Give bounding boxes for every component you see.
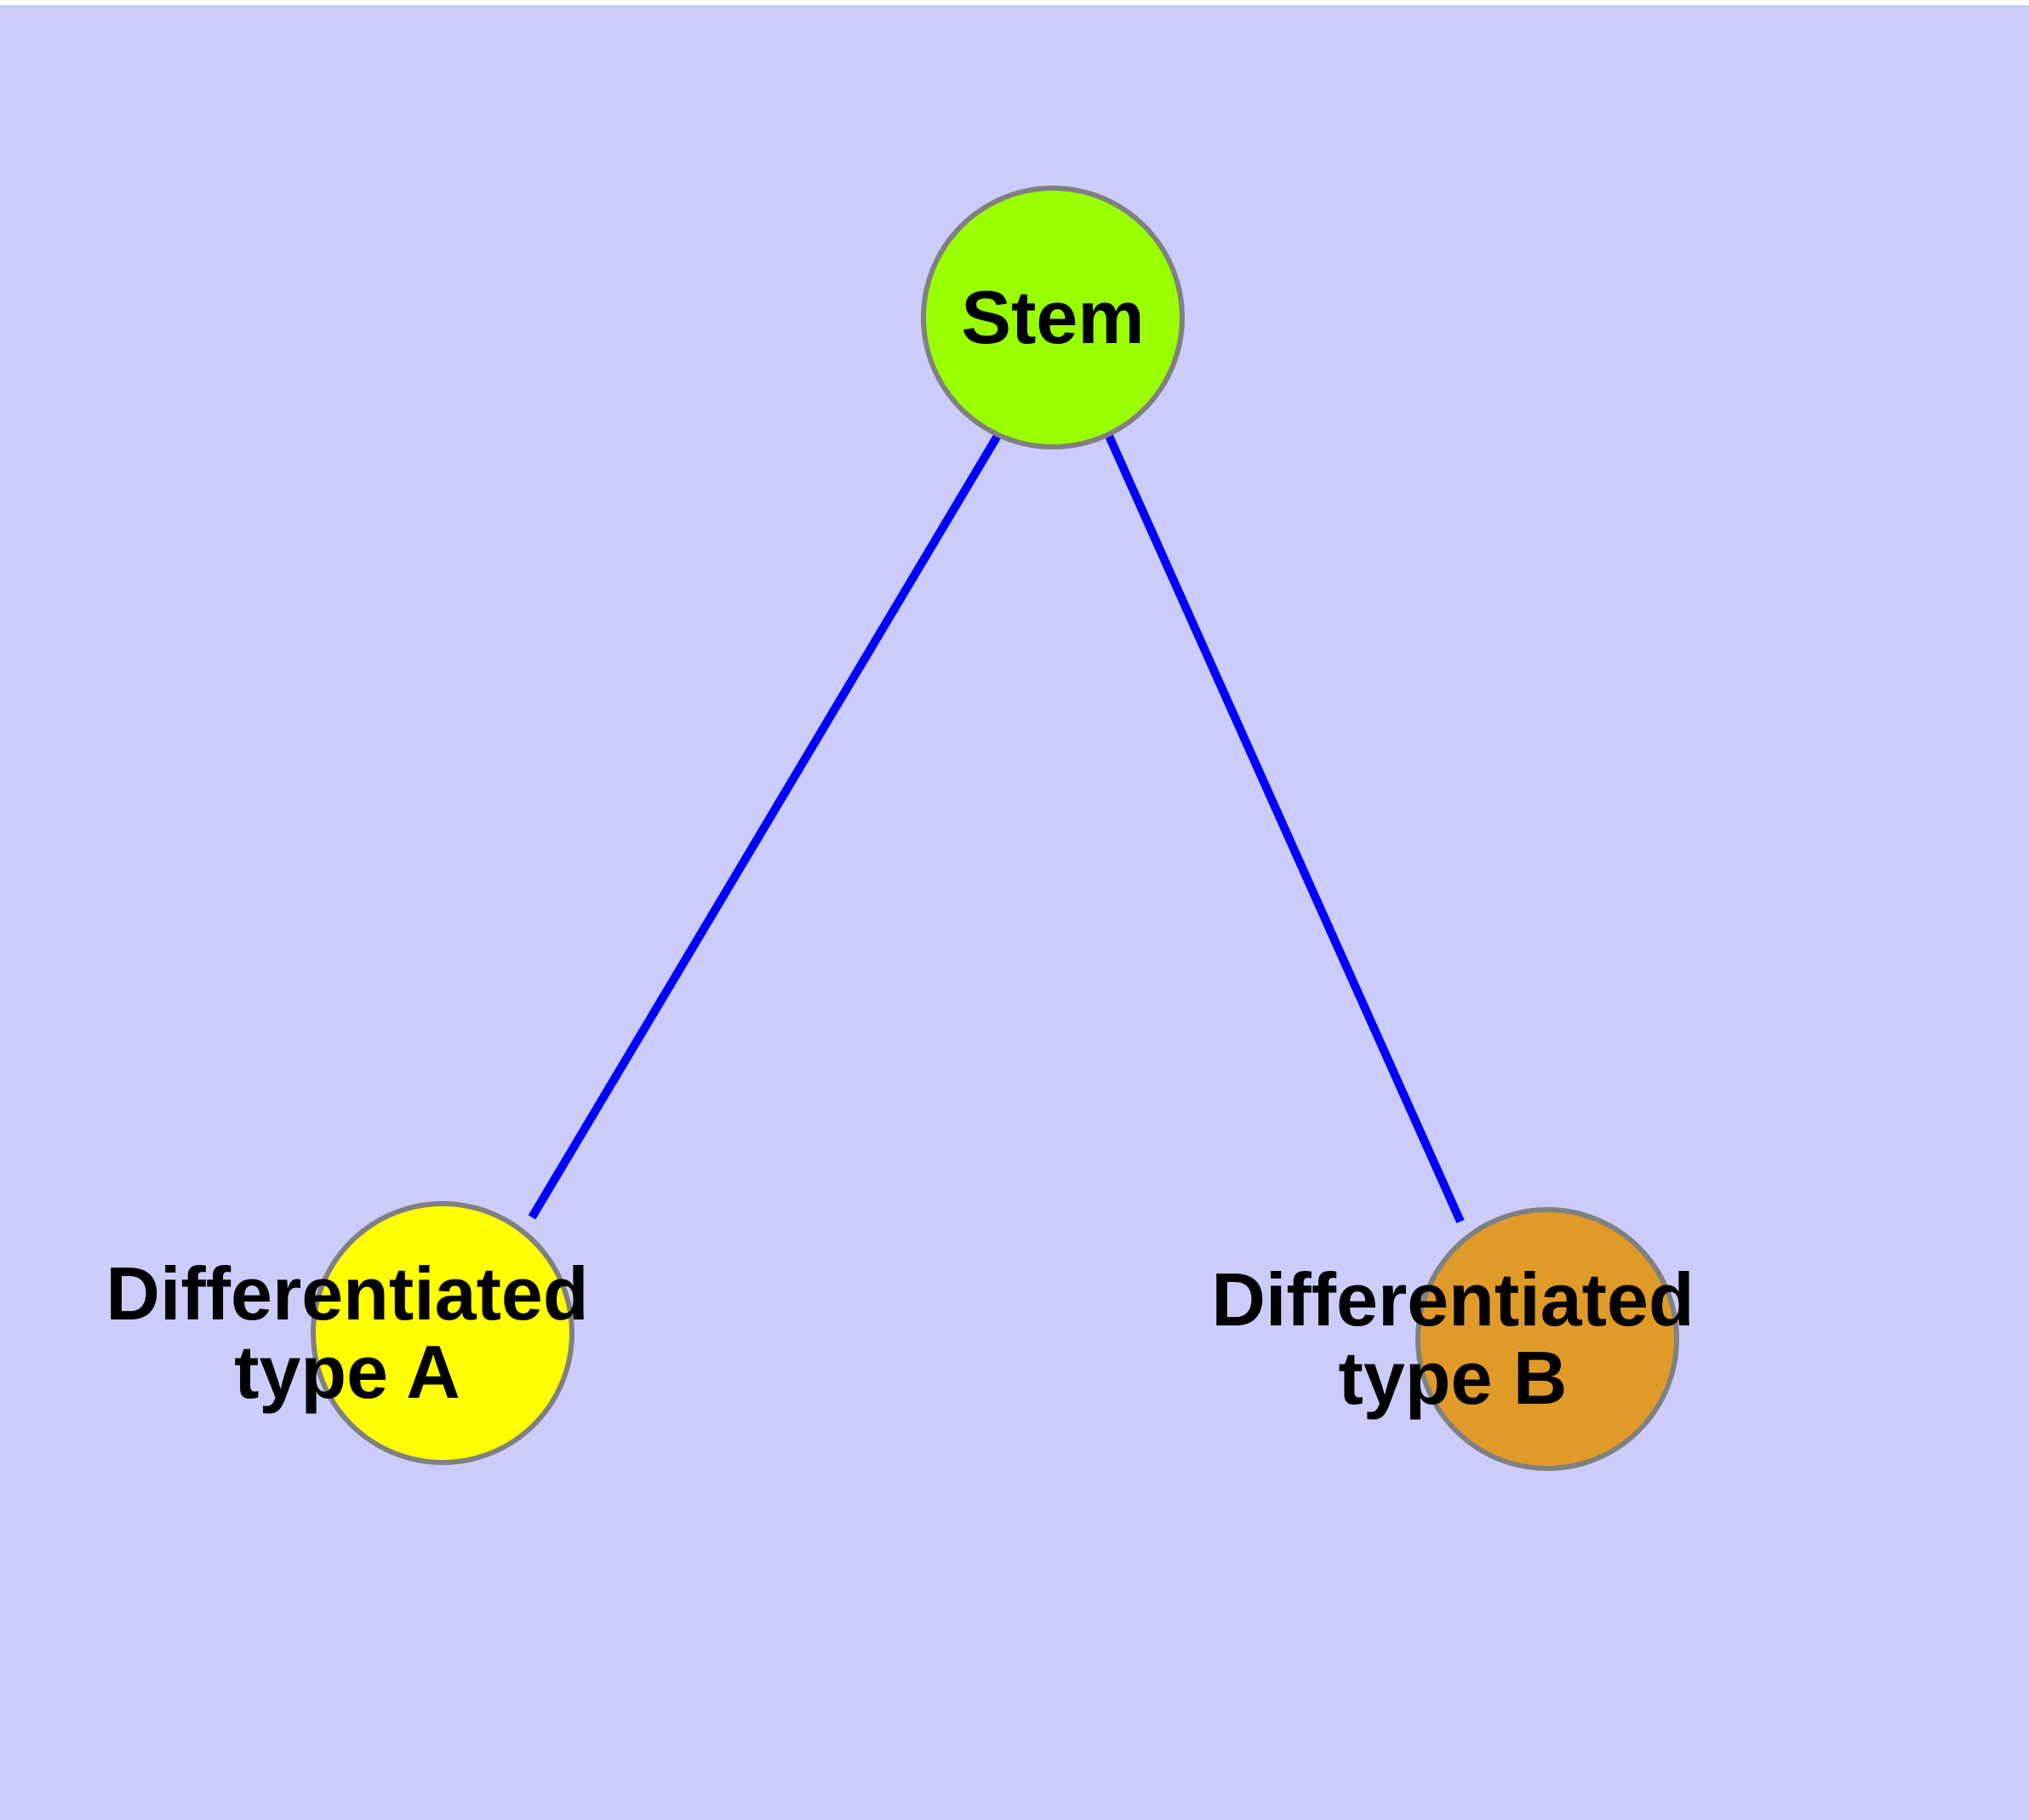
node-diff_b[interactable] xyxy=(1415,1207,1679,1471)
edge-stem-to-diff_b xyxy=(1105,433,1465,1224)
node-label-line: Stem xyxy=(961,275,1144,359)
node-label-line: Differentiated xyxy=(1211,1257,1694,1342)
node-label-line: type A xyxy=(234,1330,460,1414)
node-diff_a[interactable] xyxy=(311,1201,574,1465)
node-label-stem: Stem xyxy=(961,275,1144,359)
edge-stem-to-diff_a xyxy=(528,433,1002,1220)
node-label-line: type B xyxy=(1339,1336,1568,1420)
nodes-layer xyxy=(311,186,1679,1471)
node-label-line: Differentiated xyxy=(106,1251,588,1336)
edges-layer xyxy=(528,433,1465,1224)
node-stem[interactable] xyxy=(921,186,1185,449)
